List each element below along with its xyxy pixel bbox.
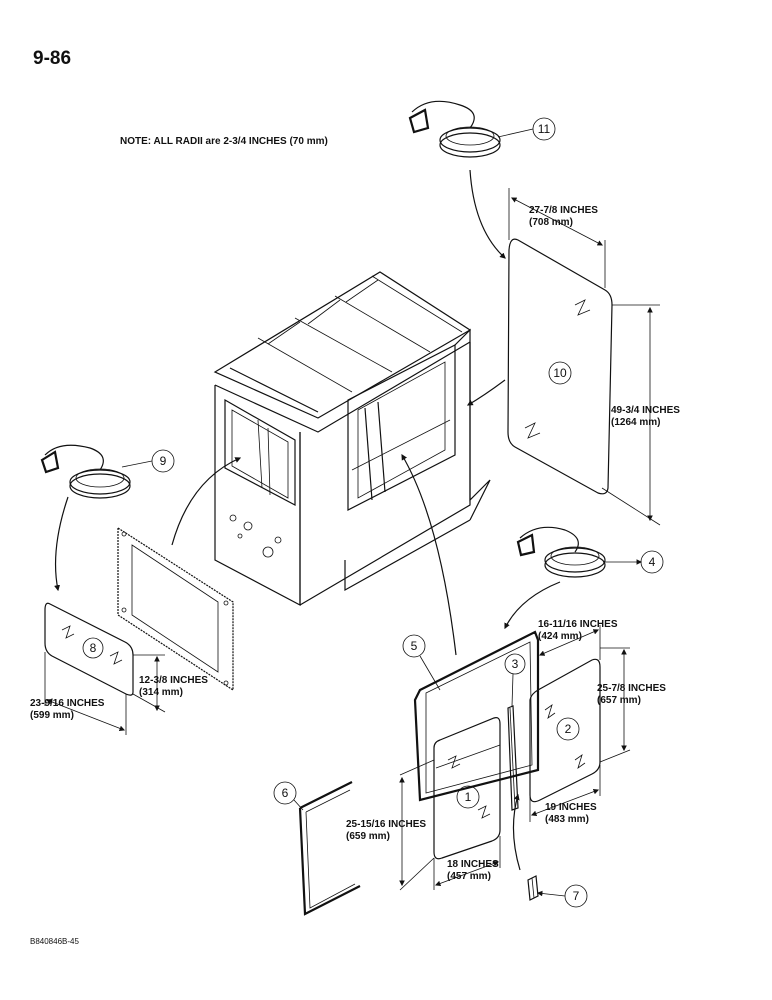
callout-5: 5 (402, 634, 441, 691)
seal-strip-6 (298, 781, 361, 916)
callout-6: 6 (273, 781, 304, 811)
svg-text:18 INCHES: 18 INCHES (447, 859, 499, 870)
svg-text:6: 6 (282, 786, 289, 800)
svg-text:(1264 mm): (1264 mm) (611, 417, 660, 428)
svg-text:9: 9 (160, 454, 167, 468)
window-8: 8 (44, 602, 134, 696)
svg-text:7: 7 (573, 889, 580, 903)
svg-text:(483 mm): (483 mm) (545, 814, 589, 825)
callout-8: 8 (90, 641, 97, 655)
callout-7: 7 (536, 884, 588, 908)
seal-roll-9 (40, 444, 131, 499)
cab-assembly (213, 271, 491, 606)
window-1: 1 (433, 717, 501, 860)
svg-text:25-7/8 INCHES: 25-7/8 INCHES (597, 683, 666, 694)
clip-7 (527, 875, 539, 901)
window-2: 2 (529, 658, 601, 803)
svg-text:(599 mm): (599 mm) (30, 710, 74, 721)
frame-5 (413, 630, 540, 802)
svg-text:11: 11 (538, 122, 551, 136)
svg-text:19 INCHES: 19 INCHES (545, 802, 597, 813)
seal-frame-panel (117, 526, 234, 692)
svg-text:(314 mm): (314 mm) (139, 687, 183, 698)
radii-note: NOTE: ALL RADII are 2-3/4 INCHES (70 mm) (120, 136, 328, 147)
window-10: 10 (507, 238, 613, 495)
svg-text:(457 mm): (457 mm) (447, 871, 491, 882)
assembly-arrows (54, 169, 561, 871)
callout-11: 11 (497, 117, 556, 141)
callout-3: 3 (504, 653, 526, 707)
page-number: 9-86 (33, 48, 72, 69)
svg-text:23-9/16 INCHES: 23-9/16 INCHES (30, 698, 105, 709)
svg-text:5: 5 (411, 639, 418, 653)
seal-roll-11 (408, 100, 501, 158)
svg-text:(659 mm): (659 mm) (346, 831, 390, 842)
svg-text:(424 mm): (424 mm) (538, 631, 582, 642)
callout-2: 2 (565, 722, 572, 736)
strip-3 (507, 705, 519, 811)
figure-code: B840846B-45 (30, 937, 79, 946)
callout-10: 10 (553, 366, 567, 380)
svg-text:4: 4 (649, 555, 656, 569)
seal-roll-4 (516, 526, 606, 578)
callout-4: 4 (603, 550, 664, 574)
dimension-labels: 27-7/8 INCHES (708 mm) 49-3/4 INCHES (12… (30, 205, 680, 882)
svg-text:(657 mm): (657 mm) (597, 695, 641, 706)
dimension-lines (44, 188, 661, 891)
callout-1: 1 (465, 790, 472, 804)
svg-text:(708 mm): (708 mm) (529, 217, 573, 228)
svg-text:12-3/8 INCHES: 12-3/8 INCHES (139, 675, 208, 686)
callout-9: 9 (121, 449, 175, 473)
svg-text:16-11/16 INCHES: 16-11/16 INCHES (538, 619, 618, 630)
svg-text:27-7/8 INCHES: 27-7/8 INCHES (529, 205, 598, 216)
svg-text:49-3/4 INCHES: 49-3/4 INCHES (611, 405, 680, 416)
svg-text:3: 3 (512, 657, 519, 671)
svg-text:25-15/16 INCHES: 25-15/16 INCHES (346, 819, 426, 830)
